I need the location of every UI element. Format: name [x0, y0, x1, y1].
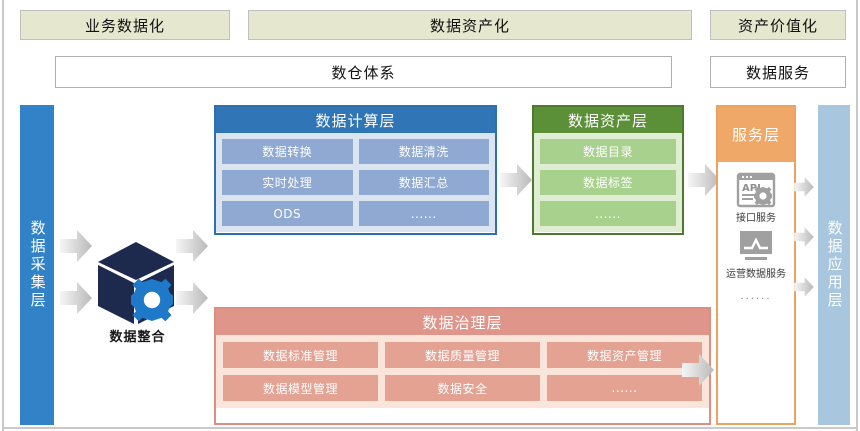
subbar-label: 数仓体系 [331, 63, 396, 82]
arrow-collect-to-integration-top [60, 228, 92, 264]
chip-item[interactable]: 实时处理 [222, 170, 353, 195]
chip-item[interactable]: 数据模型管理 [223, 375, 378, 401]
chip-item[interactable]: ...... [358, 201, 489, 226]
arrow-asset-to-service [688, 162, 720, 198]
layer-title: 数据治理层 [216, 309, 709, 335]
frame-border-bottom [2, 427, 858, 429]
arrow-governance-to-service [682, 352, 714, 388]
chip-item[interactable]: 数据标准管理 [223, 342, 378, 368]
layer-title: 服务层 [718, 107, 794, 162]
subbar-data-service: 数据服务 [710, 56, 846, 88]
chip-item[interactable]: 数据标签 [540, 170, 676, 195]
banner-data-assetization: 数据资产化 [248, 10, 692, 40]
banner-label: 数据资产化 [429, 16, 510, 35]
monitor-chart-icon [736, 230, 776, 264]
chip-item[interactable]: ODS [222, 201, 353, 226]
layer-data-asset: 数据资产层 数据目录 数据标签 ...... [532, 105, 684, 235]
chip-item[interactable]: ...... [540, 201, 676, 226]
subbar-label: 数据服务 [745, 63, 810, 82]
column-data-application-layer: 数据应用层 [818, 105, 850, 425]
arrow-integration-to-compute [176, 228, 208, 264]
banner-business-datafication: 业务数据化 [20, 10, 230, 40]
chip-item[interactable]: 数据清洗 [358, 139, 489, 164]
banner-label: 资产价值化 [737, 16, 818, 35]
api-window-icon: API [736, 172, 776, 208]
column-label: 数据采集层 [28, 220, 47, 310]
frame-border-left [2, 0, 4, 431]
banner-asset-valorization: 资产价值化 [710, 10, 846, 40]
layer-title: 数据资产层 [534, 107, 682, 133]
arrow-collect-to-integration-bottom [60, 280, 92, 316]
layer-items: 数据标准管理 数据质量管理 数据资产管理 数据模型管理 数据安全 ...... [216, 335, 709, 408]
service-items: API 接口服务 运营数据服务 ...... [718, 162, 794, 308]
subbar-warehouse-system: 数仓体系 [55, 56, 672, 88]
layer-items: 数据目录 数据标签 ...... [534, 133, 682, 232]
banner-label: 业务数据化 [84, 16, 165, 35]
chip-item[interactable]: 数据资产管理 [547, 342, 702, 368]
service-item-label: 接口服务 [736, 213, 776, 224]
arrow-compute-to-asset [500, 162, 532, 198]
arrow-service-to-application-2 [794, 226, 814, 248]
chip-item[interactable]: 数据质量管理 [385, 342, 540, 368]
arrow-service-to-application-1 [794, 176, 814, 198]
frame-border-right [856, 0, 858, 431]
layer-title: 数据计算层 [216, 107, 495, 133]
svg-text:API: API [742, 183, 761, 194]
chip-item[interactable]: 数据转换 [222, 139, 353, 164]
chip-item[interactable]: ...... [547, 375, 702, 401]
arrow-integration-to-governance [176, 280, 208, 316]
integration-label: 数据整合 [109, 330, 166, 345]
chip-item[interactable]: 数据汇总 [358, 170, 489, 195]
cube-gear-icon [92, 238, 184, 330]
layer-items: 数据转换 数据清洗 实时处理 数据汇总 ODS ...... [216, 133, 495, 232]
service-more-label: ...... [740, 291, 772, 302]
service-item-label: 运营数据服务 [726, 268, 786, 280]
layer-data-compute: 数据计算层 数据转换 数据清洗 实时处理 数据汇总 ODS ...... [214, 105, 497, 235]
chip-item[interactable]: 数据目录 [540, 139, 676, 164]
column-label: 数据应用层 [825, 220, 844, 310]
chip-item[interactable]: 数据安全 [385, 375, 540, 401]
column-data-collection-layer: 数据采集层 [20, 105, 54, 425]
layer-service: 服务层 API 接口服务 [716, 105, 796, 425]
layer-data-governance: 数据治理层 数据标准管理 数据质量管理 数据资产管理 数据模型管理 数据安全 .… [214, 307, 711, 425]
arrow-service-to-application-3 [794, 276, 814, 298]
